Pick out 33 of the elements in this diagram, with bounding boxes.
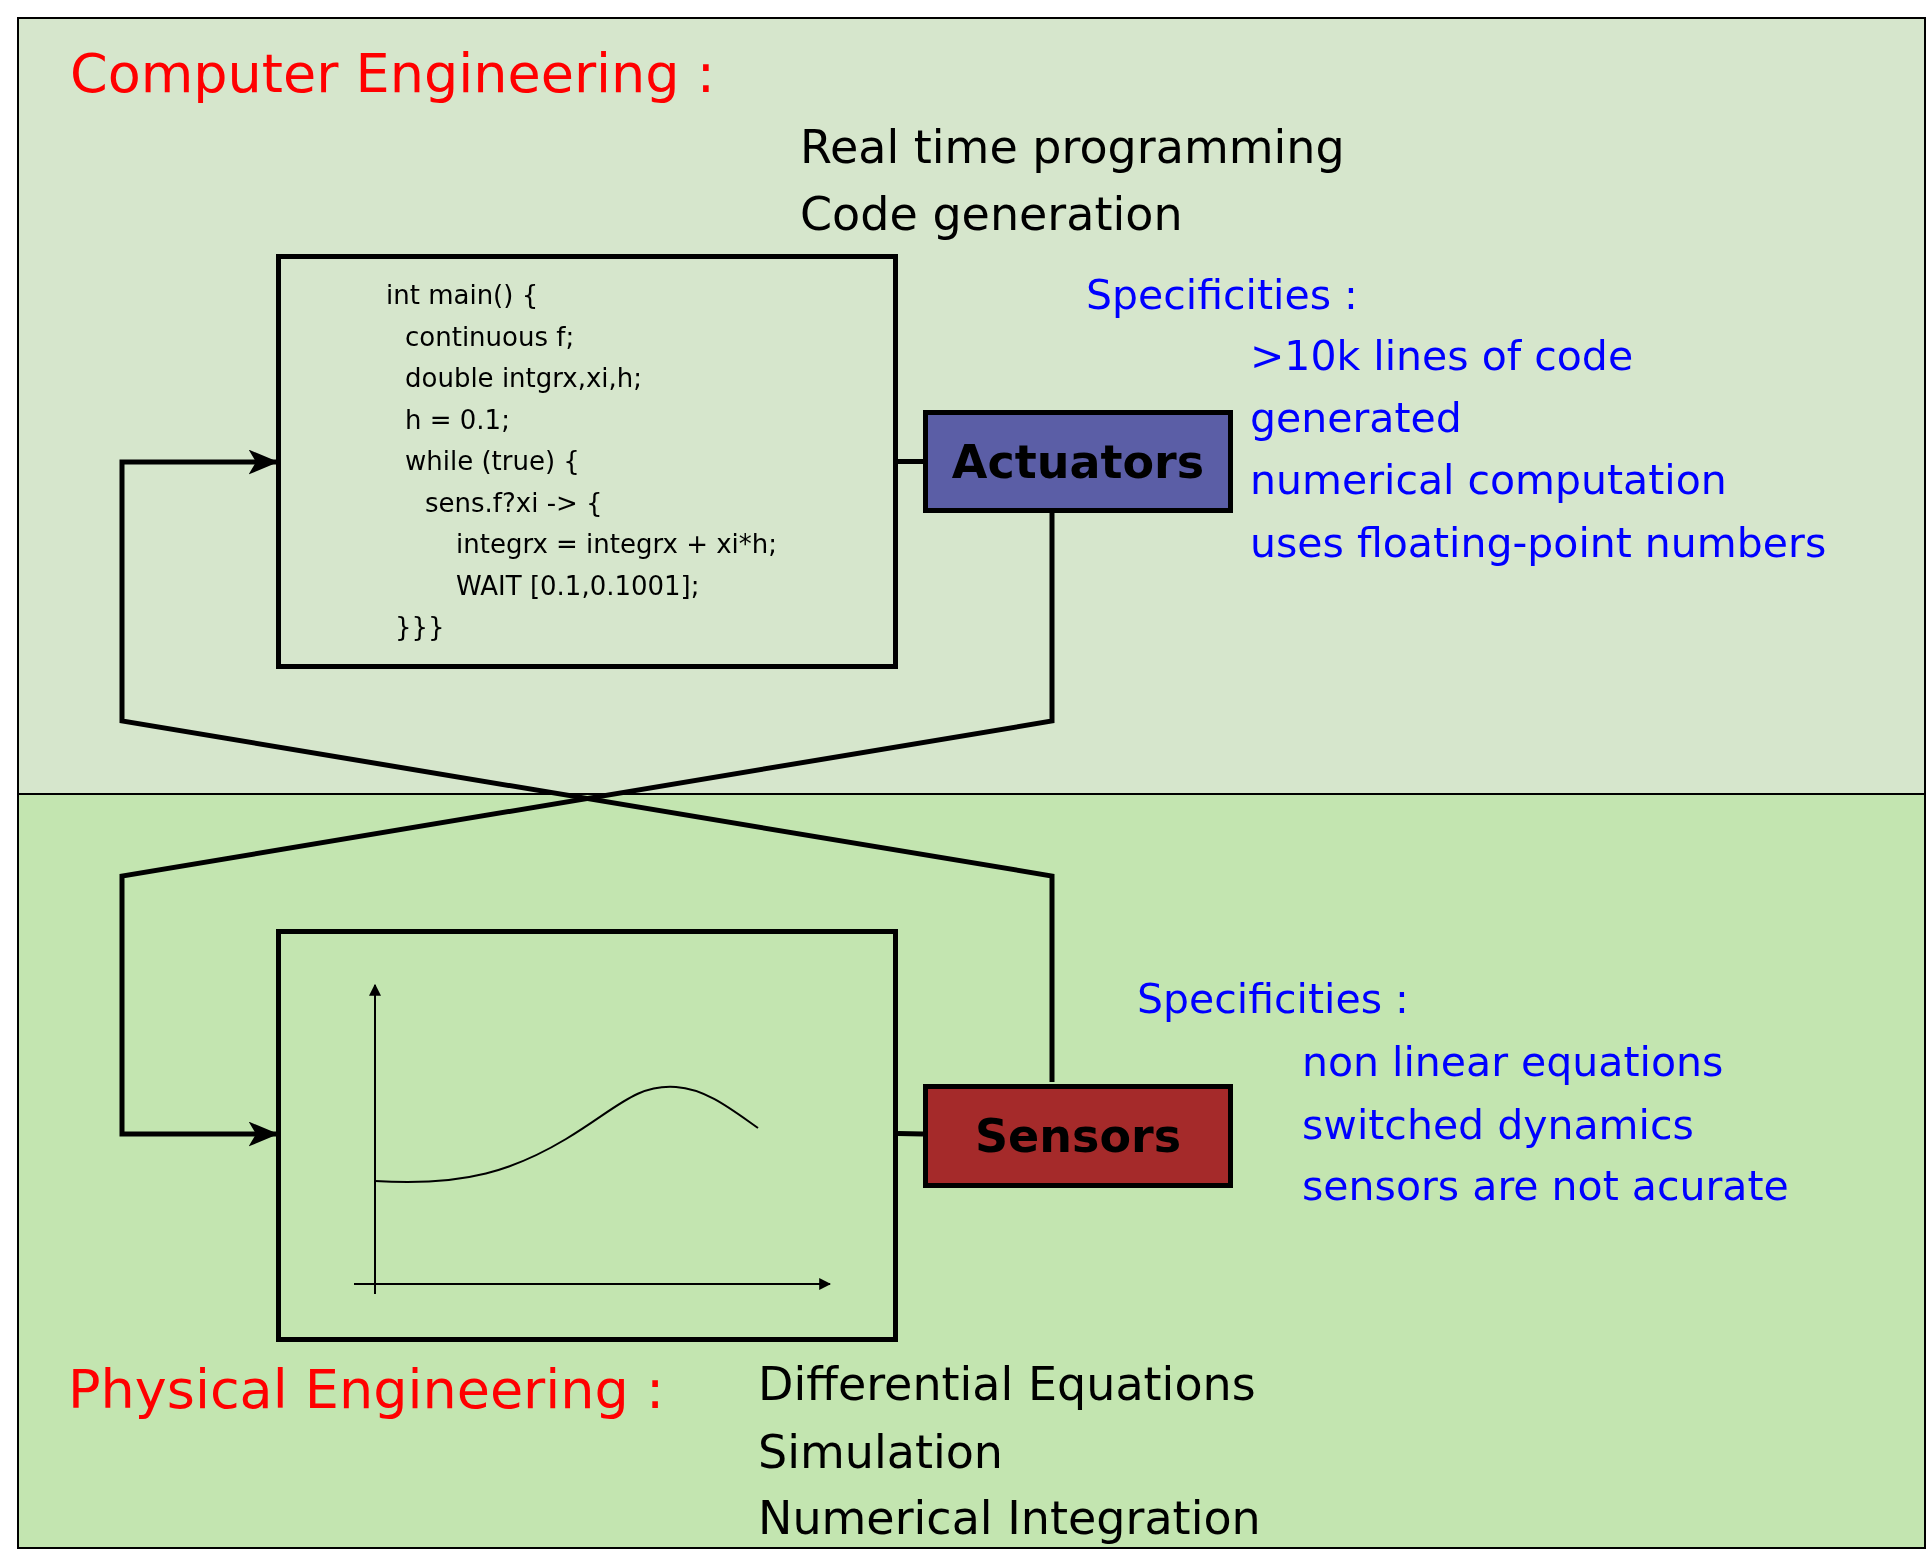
code-line: int main() { <box>386 282 539 308</box>
plot-box <box>276 929 898 1342</box>
notes-heading: Specificities : <box>1086 270 1358 321</box>
topic-text: Numerical Integration <box>758 1490 1261 1547</box>
connector-arrow <box>119 513 1055 1147</box>
code-line: sens.f?xi -> { <box>425 489 603 516</box>
code-line: continuous f; <box>405 323 575 350</box>
notes-heading: Specificities : <box>1137 974 1409 1025</box>
box-label: Actuators <box>951 438 1205 485</box>
topic-text: Real time programming <box>800 119 1345 176</box>
note-text: numerical computation <box>1250 455 1727 506</box>
actuators-box <box>923 410 1233 513</box>
connector-arrow <box>119 449 1055 1082</box>
topic-text: Differential Equations <box>758 1356 1256 1413</box>
note-text: switched dynamics <box>1302 1100 1694 1151</box>
code-line: h = 0.1; <box>405 406 510 433</box>
code-box <box>276 254 898 669</box>
note-text: uses floating-point numbers <box>1250 518 1827 569</box>
topic-text: Code generation <box>800 186 1183 243</box>
code-line: WAIT [0.1,0.1001]; <box>456 572 700 599</box>
code-line: while (true) { <box>405 448 580 474</box>
section-band <box>17 17 1926 793</box>
code-line: double intgrx,xi,h; <box>405 365 643 391</box>
section-heading: Physical Engineering : <box>68 1363 665 1417</box>
topic-text: Simulation <box>758 1424 1004 1481</box>
section-heading: Computer Engineering : <box>70 47 715 101</box>
section-band <box>17 793 1926 1549</box>
note-text: non linear equations <box>1302 1037 1724 1088</box>
note-text: sensors are not acurate <box>1302 1161 1789 1212</box>
code-line: }}} <box>395 614 445 640</box>
box-label: Sensors <box>974 1113 1182 1159</box>
code-line: integrx = integrx + xi*h; <box>456 531 778 557</box>
sensors-box <box>923 1084 1233 1188</box>
